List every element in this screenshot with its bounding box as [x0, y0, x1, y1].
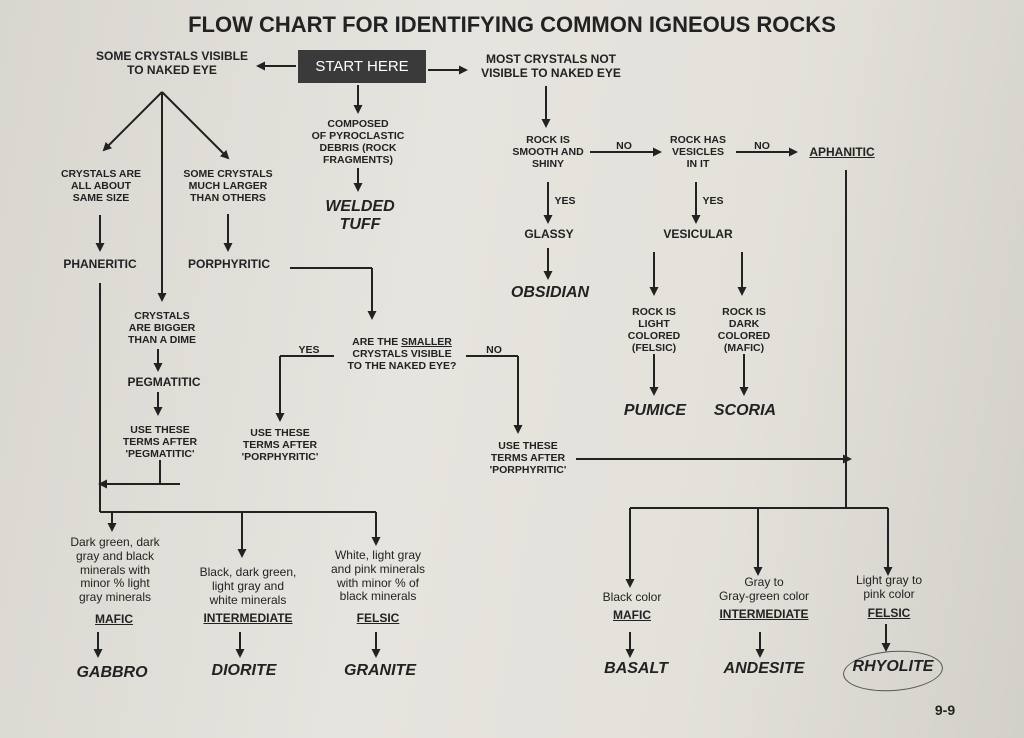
- node-light-felsic: ROCK IS LIGHT COLORED (FELSIC): [627, 306, 681, 355]
- node-same-size: CRYSTALS ARE ALL ABOUT SAME SIZE: [60, 168, 142, 205]
- node-dark-mafic: ROCK IS DARK COLORED (MAFIC): [717, 306, 771, 355]
- desc-black-color: Black color: [602, 590, 662, 604]
- label-pegmatitic: PEGMATITIC: [127, 375, 201, 389]
- label-intermediate-coarse: INTERMEDIATE: [203, 611, 293, 625]
- start-here-box: START HERE: [298, 50, 426, 83]
- desc-light-pink: Light gray to pink color: [855, 573, 923, 601]
- label-aphanitic: APHANITIC: [809, 145, 875, 159]
- node-much-larger: SOME CRYSTALS MUCH LARGER THAN OTHERS: [183, 168, 273, 205]
- label-vesicular: VESICULAR: [663, 227, 733, 241]
- node-crystals-not-visible: MOST CRYSTALS NOT VISIBLE TO NAKED EYE: [481, 52, 621, 80]
- node-smooth-shiny: ROCK IS SMOOTH AND SHINY: [512, 134, 584, 171]
- node-crystals-visible: SOME CRYSTALS VISIBLE TO NAKED EYE: [95, 49, 248, 77]
- label-no-shiny: NO: [616, 140, 632, 152]
- result-andesite: ANDESITE: [723, 660, 805, 677]
- result-granite: GRANITE: [344, 662, 416, 679]
- result-diorite: DIORITE: [211, 662, 277, 679]
- desc-mafic-coarse: Dark green, dark gray and black minerals…: [70, 535, 160, 605]
- label-mafic-fine: MAFIC: [613, 608, 651, 622]
- label-yes-vesicles: YES: [702, 195, 724, 207]
- label-porphyritic: PORPHYRITIC: [187, 257, 270, 271]
- label-felsic-coarse: FELSIC: [356, 611, 400, 625]
- note-use-after-pegmatitic: USE THESE TERMS AFTER 'PEGMATITIC': [122, 424, 198, 461]
- desc-felsic-coarse: White, light gray and pink minerals with…: [330, 548, 426, 604]
- result-gabbro: GABBRO: [76, 664, 148, 681]
- label-yes-smaller: YES: [298, 344, 320, 356]
- node-smaller-visible-question: ARE THE SMALLER CRYSTALS VISIBLE TO THE …: [347, 336, 457, 373]
- result-obsidian: OBSIDIAN: [510, 284, 590, 301]
- label-intermediate-fine: INTERMEDIATE: [719, 607, 809, 621]
- label-mafic-coarse: MAFIC: [95, 612, 133, 626]
- result-basalt: BASALT: [604, 660, 668, 677]
- node-has-vesicles: ROCK HAS VESICLES IN IT: [669, 134, 726, 171]
- label-glassy: GLASSY: [524, 227, 574, 241]
- result-rhyolite: RHYOLITE: [852, 658, 934, 675]
- desc-gray-green: Gray to Gray-green color: [718, 575, 810, 603]
- label-phaneritic: PHANERITIC: [63, 257, 137, 271]
- label-felsic-fine: FELSIC: [867, 606, 911, 620]
- page-title: FLOW CHART FOR IDENTIFYING COMMON IGNEOU…: [188, 12, 836, 37]
- note-use-after-porphyritic-left: USE THESE TERMS AFTER 'PORPHYRITIC': [241, 427, 319, 464]
- note-use-after-porphyritic-right: USE THESE TERMS AFTER 'PORPHYRITIC': [489, 440, 567, 477]
- desc-intermediate-coarse: Black, dark green, light gray and white …: [199, 565, 297, 607]
- result-pumice: PUMICE: [623, 402, 687, 419]
- result-scoria: SCORIA: [713, 402, 777, 419]
- node-pyroclastic: COMPOSED OF PYROCLASTIC DEBRIS (ROCK FRA…: [311, 118, 405, 167]
- result-welded-tuff: WELDED TUFF: [325, 198, 395, 234]
- node-bigger-than-dime: CRYSTALS ARE BIGGER THAN A DIME: [127, 310, 197, 347]
- label-no-vesicles: NO: [754, 140, 770, 152]
- label-yes-shiny: YES: [554, 195, 576, 207]
- label-no-smaller: NO: [486, 344, 502, 356]
- page-number: 9-9: [934, 702, 956, 718]
